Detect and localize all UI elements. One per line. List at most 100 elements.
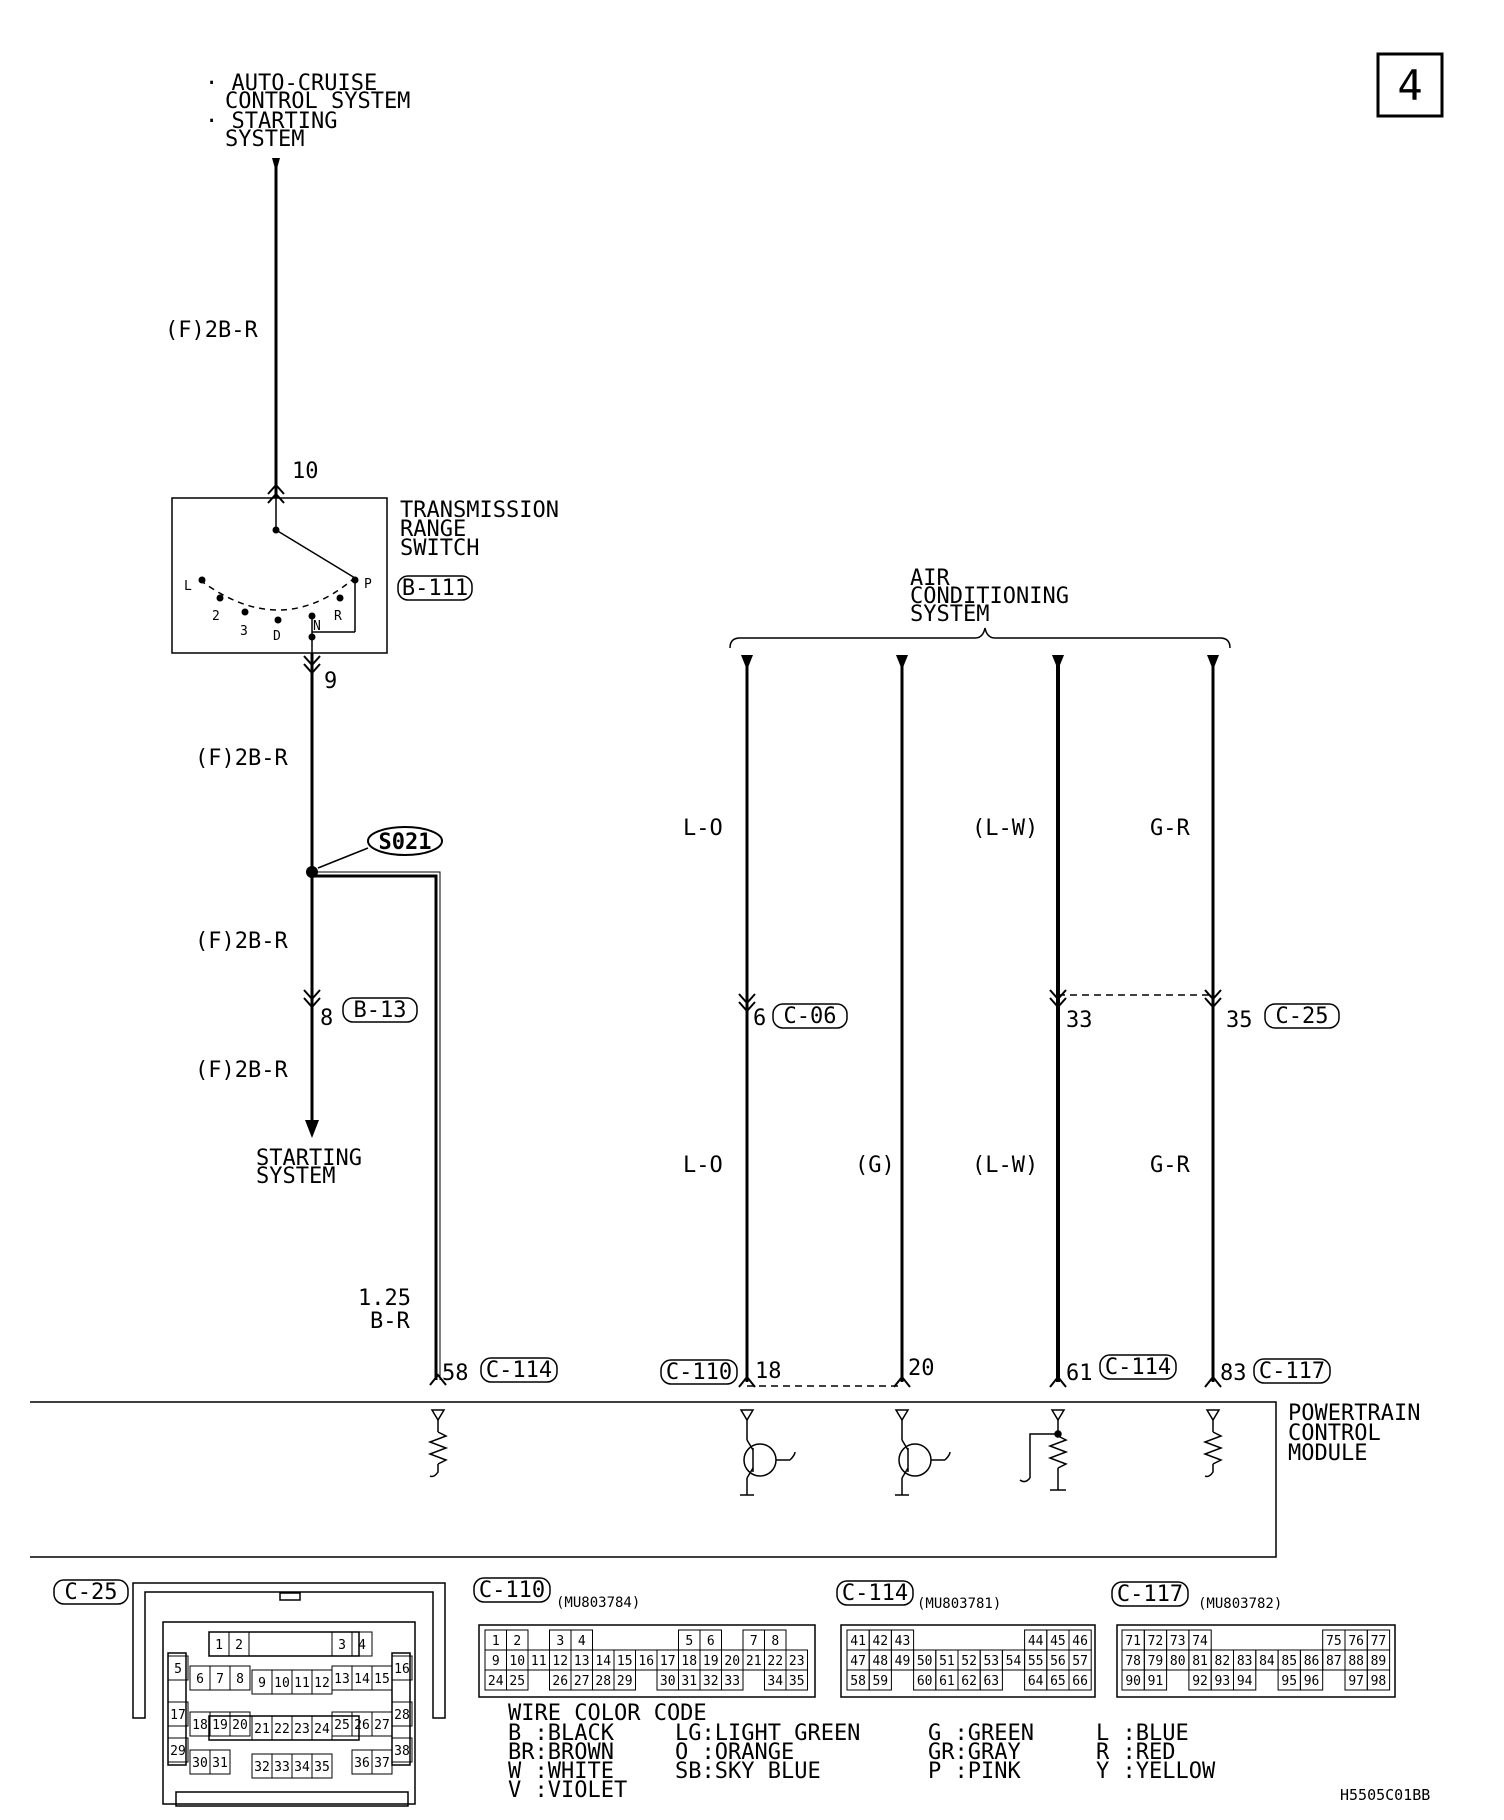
svg-text:16: 16 bbox=[394, 1662, 410, 1677]
connector-pin-number: 98 bbox=[1371, 1674, 1387, 1689]
connector-pin-number: 95 bbox=[1281, 1674, 1297, 1689]
pcm-pin-18: 18 bbox=[755, 1359, 782, 1384]
svg-text:3: 3 bbox=[240, 624, 248, 639]
connector-pin-cell bbox=[785, 1669, 808, 1691]
conn-61-label: C-114 bbox=[1105, 1355, 1171, 1380]
conn-c25-pins: 1 2 3 4 5 6 7 8 13 14 15 16 9 10 11 12 1… bbox=[167, 1631, 413, 1779]
connector-pin-number: 25 bbox=[509, 1674, 525, 1689]
svg-text:· AUTO-CRUISE: · AUTO-CRUISE bbox=[205, 71, 377, 96]
svg-text:2: 2 bbox=[235, 1638, 243, 1653]
connector-pin-cell bbox=[613, 1669, 636, 1691]
svg-text:23: 23 bbox=[294, 1722, 310, 1737]
connector-pin-number: 11 bbox=[531, 1654, 547, 1669]
ac-wire4-upper-label: G-R bbox=[1150, 816, 1190, 841]
connector-pin-cell bbox=[506, 1669, 529, 1691]
ac-wire1-upper-label: L-O bbox=[683, 816, 723, 841]
connector-pin-number: 23 bbox=[789, 1654, 805, 1669]
ac-bracket bbox=[729, 627, 1231, 649]
conn-c117-part: (MU803782) bbox=[1198, 1596, 1282, 1612]
conn-58-box bbox=[480, 1357, 558, 1383]
svg-text:Y :YELLOW: Y :YELLOW bbox=[1096, 1759, 1216, 1784]
connector-pin-number: 42 bbox=[872, 1634, 888, 1649]
connector-pin-number: 45 bbox=[1050, 1634, 1066, 1649]
connector-pin-number: 1 bbox=[492, 1634, 500, 1649]
wire-top-to-trs bbox=[267, 158, 285, 504]
connector-pin-number: 87 bbox=[1326, 1654, 1342, 1669]
svg-text:30: 30 bbox=[192, 1756, 208, 1771]
svg-text:21: 21 bbox=[254, 1722, 270, 1737]
trs-connector-box bbox=[397, 575, 473, 601]
svg-text:19: 19 bbox=[212, 1718, 228, 1733]
conn-c25-face bbox=[132, 1582, 446, 1807]
connector-pin-number: 43 bbox=[895, 1634, 911, 1649]
conn-c110-face bbox=[478, 1624, 816, 1698]
ac-wire-1 bbox=[738, 655, 756, 1388]
svg-text:P :PINK: P :PINK bbox=[928, 1759, 1021, 1784]
svg-text:P: P bbox=[364, 577, 372, 592]
svg-text:13: 13 bbox=[334, 1672, 350, 1687]
connector-pin-cell bbox=[1299, 1669, 1324, 1691]
connector-pin-cell bbox=[1143, 1669, 1168, 1691]
connector-pin-number: 53 bbox=[983, 1654, 999, 1669]
ac-wire2-lower-label: (G) bbox=[855, 1153, 895, 1178]
connector-pin-number: 16 bbox=[638, 1654, 654, 1669]
connector-pin-number: 10 bbox=[509, 1654, 525, 1669]
trs-pin-9: 9 bbox=[324, 669, 337, 694]
svg-text:CONDITIONING: CONDITIONING bbox=[910, 584, 1069, 609]
svg-text:4: 4 bbox=[358, 1638, 366, 1653]
svg-text:BR:BROWN: BR:BROWN bbox=[508, 1740, 614, 1765]
connector-pin-number: 34 bbox=[767, 1674, 783, 1689]
svg-text:G :GREEN: G :GREEN bbox=[928, 1721, 1034, 1746]
svg-text:GR:GRAY: GR:GRAY bbox=[928, 1740, 1021, 1765]
connector-pin-number: 51 bbox=[939, 1654, 955, 1669]
connector-pin-number: 57 bbox=[1072, 1654, 1088, 1669]
splice-leader bbox=[317, 847, 369, 869]
svg-text:AIR: AIR bbox=[910, 566, 950, 591]
connector-pin-cell bbox=[1233, 1669, 1257, 1691]
connector-pin-number: 65 bbox=[1050, 1674, 1066, 1689]
conn-c114-part: (MU803781) bbox=[917, 1596, 1001, 1612]
conn-c25-box bbox=[1264, 1003, 1340, 1029]
svg-text:15: 15 bbox=[374, 1672, 390, 1687]
connector-pin-number: 7 bbox=[750, 1634, 758, 1649]
connector-pin-number: 62 bbox=[961, 1674, 977, 1689]
pcm-pin-20: 20 bbox=[908, 1356, 935, 1381]
wire-size-label: 1.25 bbox=[358, 1286, 411, 1311]
conn-58-label: C-114 bbox=[486, 1358, 552, 1383]
svg-text:V :VIOLET: V :VIOLET bbox=[508, 1778, 627, 1803]
svg-text:LG:LIGHT GREEN: LG:LIGHT GREEN bbox=[675, 1721, 860, 1746]
svg-text:SYSTEM: SYSTEM bbox=[225, 127, 304, 152]
ac-wire3-upper-label: (L-W) bbox=[972, 816, 1038, 841]
svg-text:TRANSMISSION: TRANSMISSION bbox=[400, 498, 559, 523]
svg-text:N: N bbox=[313, 619, 321, 634]
svg-text:POWERTRAIN: POWERTRAIN bbox=[1288, 1401, 1420, 1426]
connector-pin-number: 28 bbox=[595, 1674, 611, 1689]
conn-83-label: C-117 bbox=[1259, 1359, 1325, 1384]
connector-pin-number: 75 bbox=[1326, 1634, 1342, 1649]
conn-c06-box bbox=[772, 1003, 848, 1029]
connector-pin-number: 18 bbox=[681, 1654, 697, 1669]
pin-8: 8 bbox=[320, 1006, 333, 1031]
connector-pin-number: 27 bbox=[574, 1674, 590, 1689]
connector-pin-number: 83 bbox=[1237, 1654, 1253, 1669]
connector-pin-number: 50 bbox=[917, 1654, 933, 1669]
svg-text:7: 7 bbox=[216, 1672, 224, 1687]
connector-pin-number: 90 bbox=[1125, 1674, 1141, 1689]
svg-text:12: 12 bbox=[314, 1676, 330, 1691]
pcm-resistor-58 bbox=[427, 1409, 449, 1478]
connector-pin-cell bbox=[979, 1669, 1003, 1691]
page-number: 4 bbox=[1397, 61, 1422, 110]
wire-label-mid: (F)2B-R bbox=[195, 746, 288, 771]
top-source-label: · AUTO-CRUISE CONTROL SYSTEM · STARTING … bbox=[205, 71, 410, 152]
conn-83-box bbox=[1253, 1358, 1331, 1384]
page-number-box bbox=[1376, 52, 1444, 118]
figure-id: H5505C01BB bbox=[1340, 1786, 1430, 1804]
wire-label-below-splice: (F)2B-R bbox=[195, 929, 288, 954]
conn-c117-name-box bbox=[1111, 1581, 1189, 1607]
transmission-range-switch: L 2 3 D N R P bbox=[171, 497, 388, 654]
svg-text:8: 8 bbox=[236, 1672, 244, 1687]
connector-pin-number: 29 bbox=[617, 1674, 633, 1689]
connector-pin-number: 74 bbox=[1192, 1634, 1208, 1649]
conn-b13-box bbox=[342, 997, 418, 1023]
svg-text:SYSTEM: SYSTEM bbox=[256, 1164, 335, 1189]
